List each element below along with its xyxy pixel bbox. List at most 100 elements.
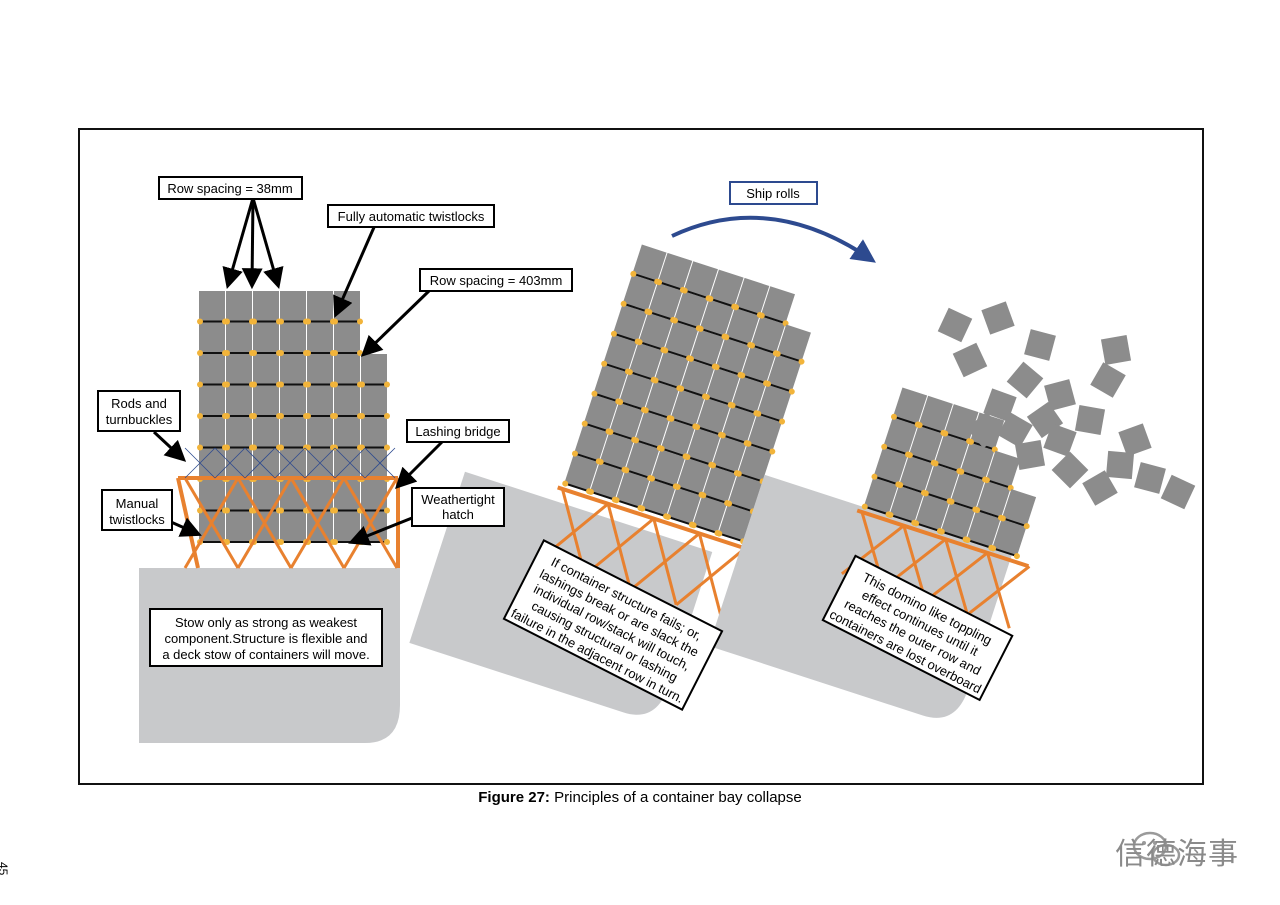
container: [1051, 451, 1089, 489]
twistlock: [384, 507, 390, 514]
twistlock: [617, 399, 624, 406]
twistlock: [739, 372, 746, 379]
twistlock: [871, 473, 878, 480]
container: [992, 519, 1027, 557]
container: [757, 384, 792, 422]
container: [226, 291, 252, 322]
container: [664, 321, 699, 359]
container: [307, 385, 333, 416]
container: [361, 354, 387, 385]
twistlock: [197, 413, 203, 419]
note-panel-3: This domino like toppling effect continu…: [821, 554, 1014, 702]
container: [718, 504, 753, 542]
twistlock: [916, 422, 923, 429]
twistlock: [305, 318, 311, 325]
container: [334, 417, 360, 448]
figure-frame: [78, 128, 1204, 785]
container: [950, 472, 985, 510]
twistlock: [591, 390, 598, 397]
container: [760, 286, 795, 324]
container: [1105, 450, 1135, 480]
twistlock: [224, 539, 230, 545]
wechat-logo-icon: [1132, 831, 1181, 867]
container: [873, 447, 908, 485]
twistlock: [224, 444, 230, 451]
svg-text:Lashing bridge: Lashing bridge: [415, 424, 500, 439]
note-panel-1: Stow only as strong as weakest component…: [149, 608, 383, 667]
twistlock: [384, 381, 390, 388]
container: [660, 419, 695, 457]
container: [593, 364, 628, 402]
twistlock: [983, 477, 990, 484]
container: [674, 291, 709, 329]
twistlock: [758, 312, 765, 319]
twistlock: [932, 460, 939, 467]
svg-text:Row spacing = 38mm: Row spacing = 38mm: [167, 181, 292, 196]
container: [981, 301, 1015, 335]
container: [699, 299, 734, 337]
twistlock: [690, 522, 697, 529]
twistlock: [633, 437, 640, 444]
container: [741, 346, 776, 384]
container: [641, 479, 676, 517]
twistlock: [729, 402, 736, 409]
container: [253, 385, 279, 416]
pointer-arrows: [152, 197, 444, 546]
container: [908, 425, 944, 463]
twistlock: [332, 539, 338, 545]
twistlock: [881, 443, 888, 450]
twistlock: [664, 513, 671, 520]
container: [280, 385, 306, 416]
svg-text:Rods and: Rods and: [111, 396, 167, 411]
container: [280, 291, 306, 322]
twistlock: [922, 490, 929, 497]
container: [1090, 362, 1126, 398]
twistlock: [332, 318, 338, 325]
container: [676, 457, 711, 495]
twistlock: [1023, 523, 1030, 530]
twistlock: [991, 446, 998, 453]
container: [934, 434, 969, 472]
label-row-spacing-38: Row spacing = 38mm: [158, 176, 303, 200]
twistlock: [652, 377, 659, 384]
twistlock: [719, 432, 726, 439]
container-stacks: [840, 387, 1037, 629]
twistlock: [613, 497, 620, 504]
container: [307, 322, 333, 353]
container: [715, 337, 750, 375]
twistlock: [700, 492, 707, 499]
twistlock: [697, 325, 704, 332]
twistlock: [716, 530, 723, 537]
container: [632, 244, 667, 282]
twistlock: [779, 418, 786, 425]
twistlock: [649, 475, 656, 482]
twistlock: [769, 448, 776, 455]
container: [1014, 439, 1046, 471]
container: [1082, 470, 1118, 506]
container: [712, 436, 747, 474]
watermark-text: 信德海事: [1115, 837, 1239, 872]
falling-containers: [937, 301, 1196, 510]
twistlock: [887, 511, 894, 518]
container: [721, 406, 757, 444]
container: [1160, 474, 1196, 510]
twistlock: [597, 458, 604, 465]
container: [705, 367, 741, 405]
container: [612, 304, 648, 342]
container: [1024, 329, 1056, 361]
twistlock: [713, 364, 720, 371]
twistlock: [999, 515, 1006, 522]
twistlock: [581, 420, 588, 427]
twistlock: [224, 318, 230, 325]
container: [680, 359, 715, 397]
container: [924, 464, 960, 502]
twistlock: [639, 505, 646, 512]
twistlock: [224, 413, 230, 419]
container: [1074, 404, 1106, 436]
page-number: 45: [0, 862, 10, 876]
container: [960, 442, 995, 480]
twistlock: [251, 350, 257, 356]
twistlock: [251, 444, 257, 451]
twistlock: [305, 350, 311, 356]
